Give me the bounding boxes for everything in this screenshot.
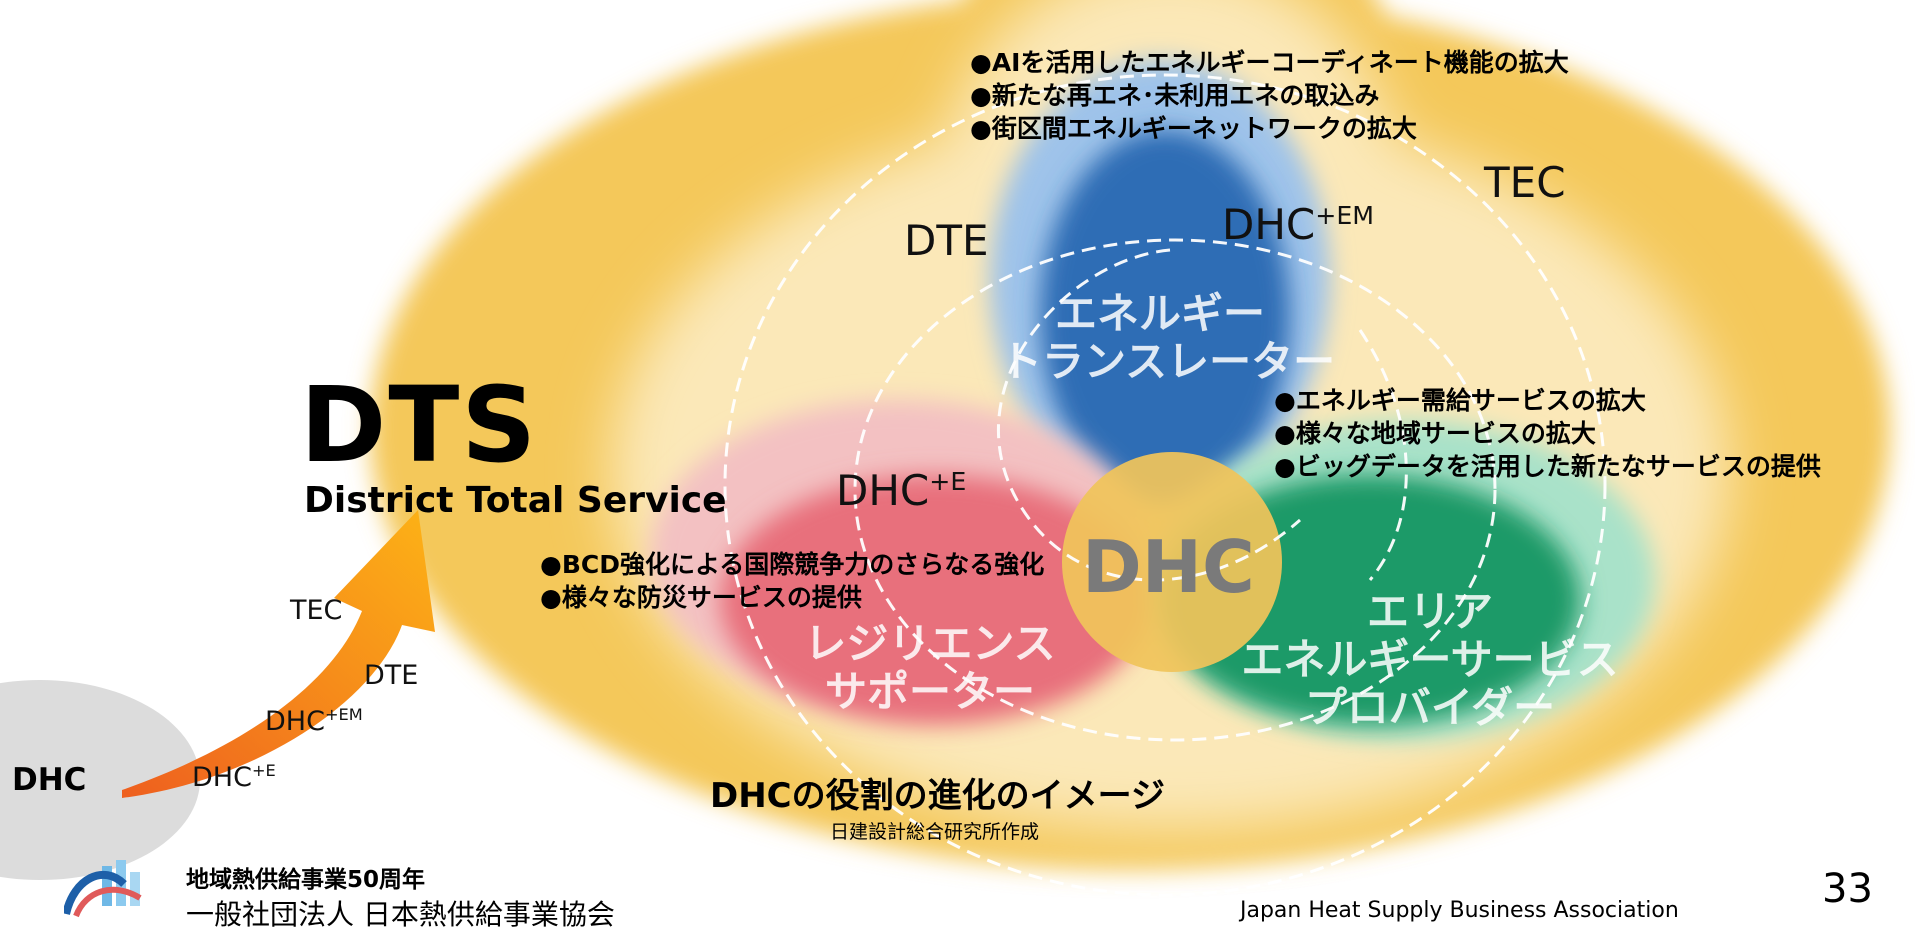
petal-red [720, 475, 1150, 725]
evolution-step-dte: DTE [364, 660, 419, 691]
dts-subtitle: District Total Service [304, 480, 727, 521]
level-label-dhc-e: DHC+E [836, 466, 967, 515]
bullet-item: ●様々な防災サービスの提供 [540, 583, 862, 612]
dhc-base-shape [0, 680, 200, 880]
level-label-dte: DTE [904, 216, 989, 265]
center-dhc-circle [1062, 452, 1282, 672]
association-logo [64, 860, 142, 918]
bullet-item: ●街区間エネルギーネットワークの拡大 [970, 114, 1417, 143]
evolution-arrow [122, 510, 435, 798]
role-area-energy-service-provider: エリアエネルギーサービスプロバイダー [1241, 587, 1619, 732]
dhc-base-label: DHC [12, 762, 87, 798]
bullet-item: ●BCD強化による国際競争力のさらなる強化 [540, 550, 1045, 579]
footer-org: 一般社団法人 日本熱供給事業協会 [186, 898, 615, 931]
evolution-step-dhc-e: DHC+E [192, 761, 276, 793]
evolution-step-dhc-em: DHC+EM [265, 705, 363, 737]
bullets-top: ●AIを活用したエネルギーコーディネート機能の拡大 ●新たな再エネ･未利用エネの… [970, 46, 1569, 145]
bullets-right: ●エネルギー需給サービスの拡大 ●様々な地域サービスの拡大 ●ビッグデータを活用… [1274, 384, 1821, 483]
bullet-item: ●AIを活用したエネルギーコーディネート機能の拡大 [970, 48, 1569, 77]
dashed-rings [723, 73, 1607, 897]
footer-org-en: Japan Heat Supply Business Association [1240, 898, 1679, 923]
page-number: 33 [1822, 866, 1873, 912]
level-label-tec: TEC [1484, 158, 1566, 207]
dts-title: DTS [300, 364, 539, 486]
petal-blue [1040, 130, 1290, 500]
caption-title: DHCの役割の進化のイメージ [710, 776, 1165, 816]
level-label-dhc-em: DHC+EM [1222, 200, 1375, 249]
petal-diagram [0, 0, 1890, 897]
caption-credit: 日建設計総合研究所作成 [830, 821, 1040, 843]
footer-anniversary: 地域熱供給事業50周年 [186, 867, 426, 893]
role-energy-translator: エネルギートランスレーター [1000, 289, 1336, 386]
bullet-item: ●ビッグデータを活用した新たなサービスの提供 [1274, 452, 1821, 481]
evolution-step-tec: TEC [290, 595, 343, 626]
bullet-item: ●新たな再エネ･未利用エネの取込み [970, 81, 1380, 110]
role-resilience-supporter: レジリエンスサポーター [804, 619, 1056, 716]
bullet-item: ●エネルギー需給サービスの拡大 [1274, 386, 1646, 415]
bullets-left: ●BCD強化による国際競争力のさらなる強化 ●様々な防災サービスの提供 [540, 548, 1044, 614]
bullet-item: ●様々な地域サービスの拡大 [1274, 419, 1596, 448]
center-dhc-label: DHC [1082, 525, 1255, 609]
